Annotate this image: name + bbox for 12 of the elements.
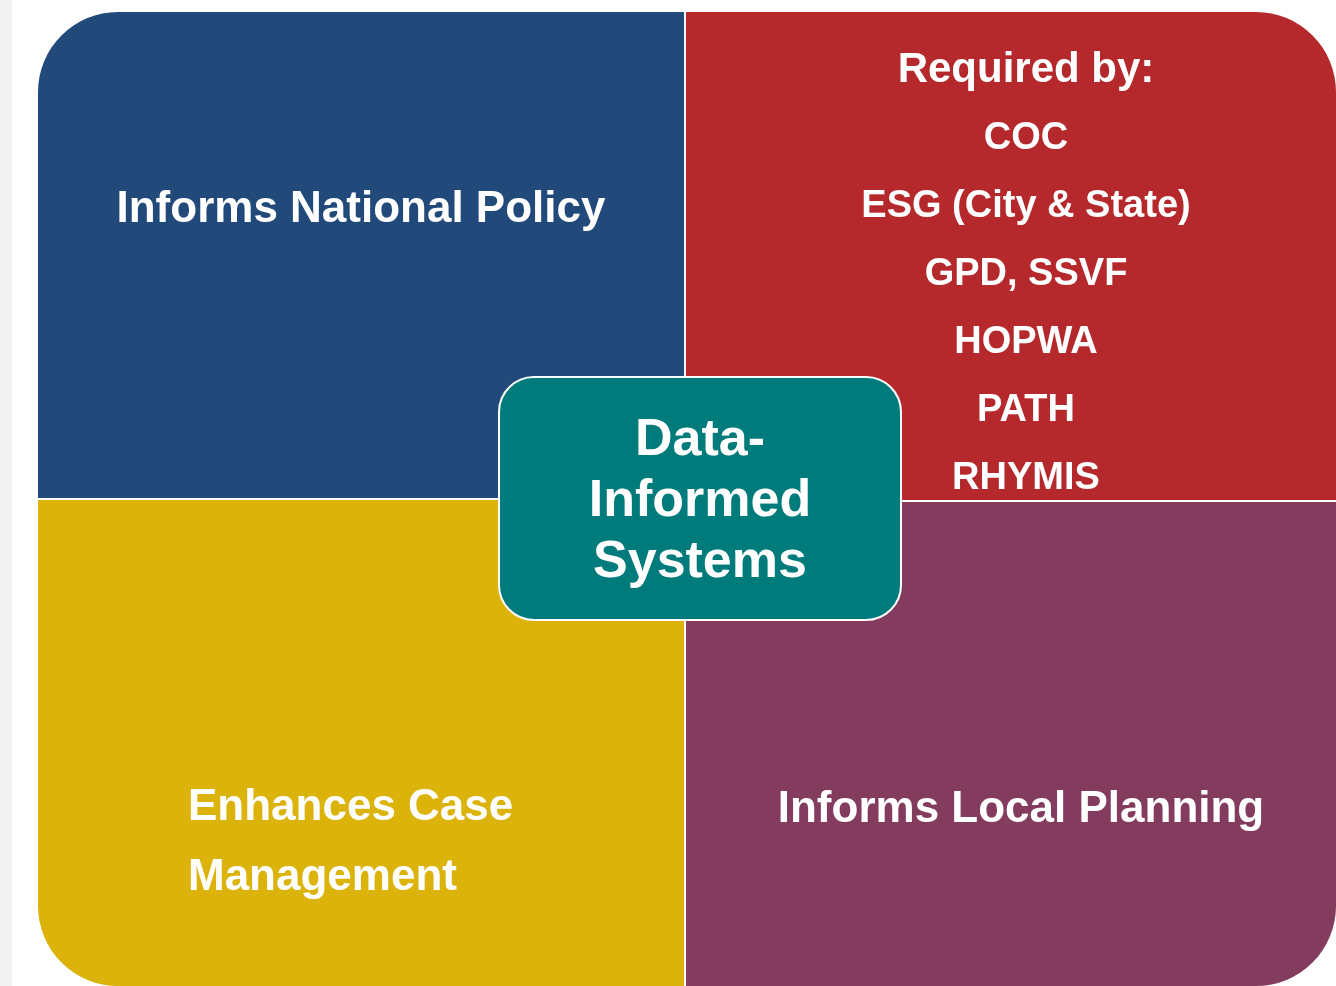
center-label: Data-Informed Systems <box>587 407 813 590</box>
center-box <box>498 376 902 621</box>
list-item: PATH <box>977 386 1075 431</box>
quadrant-heading: Enhances Case Management <box>188 779 515 901</box>
list-item: RHYMIS <box>952 454 1100 499</box>
list-item: GPD, SSVF <box>924 250 1128 295</box>
list-item: COC <box>983 114 1069 159</box>
list-heading: Required by: <box>897 43 1155 93</box>
list-item: HOPWA <box>954 318 1098 363</box>
list-item: ESG (City & State) <box>861 182 1191 227</box>
quadrant-heading: Informs Local Planning <box>777 781 1265 833</box>
quadrant-heading: Informs National Policy <box>116 181 606 233</box>
